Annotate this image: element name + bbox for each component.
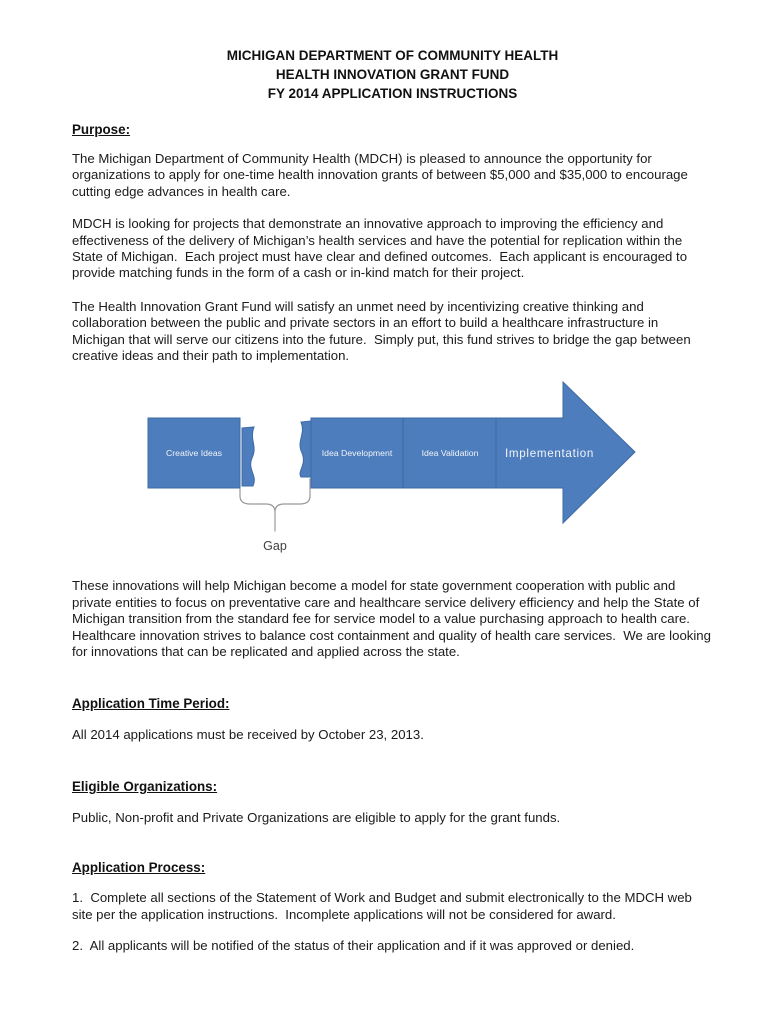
after-diagram-paragraph: These innovations will help Michigan bec… bbox=[72, 578, 715, 660]
time-period-heading: Application Time Period: bbox=[72, 695, 230, 711]
creative-ideas-box bbox=[147, 417, 241, 489]
title-line-2: HEALTH INNOVATION GRANT FUND bbox=[275, 67, 510, 82]
eligible-organizations-heading: Eligible Organizations: bbox=[72, 778, 218, 794]
pipeline-arrow-graphic: Creative Ideas Idea Development Idea Val… bbox=[147, 381, 636, 553]
purpose-paragraph-3: The Health Innovation Grant Fund will sa… bbox=[72, 298, 695, 364]
process-step-2: 2. All applicants will be notified of th… bbox=[72, 938, 635, 954]
time-period-text: All 2014 applications must be received b… bbox=[72, 726, 424, 742]
purpose-paragraph-1: The Michigan Department of Community Hea… bbox=[72, 151, 692, 199]
gap-brace bbox=[239, 478, 311, 533]
innovation-pipeline-diagram: Creative Ideas Idea Development Idea Val… bbox=[0, 378, 770, 556]
idea-development-label: Idea Development bbox=[322, 448, 393, 458]
implementation-label: Implementation bbox=[505, 447, 594, 460]
torn-edge-left-strip bbox=[241, 426, 255, 487]
process-step-1: 1. Complete all sections of the Statemen… bbox=[72, 890, 696, 922]
title-line-1: MICHIGAN DEPARTMENT OF COMMUNITY HEALTH bbox=[226, 48, 559, 63]
eligible-organizations-text: Public, Non-profit and Private Organizat… bbox=[72, 809, 561, 825]
implementation-arrow bbox=[495, 381, 636, 525]
title-line-3: FY 2014 APPLICATION INSTRUCTIONS bbox=[267, 86, 518, 101]
creative-ideas-label: Creative Ideas bbox=[166, 448, 223, 458]
purpose-paragraph-2: MDCH is looking for projects that demons… bbox=[72, 216, 691, 281]
application-process-heading: Application Process: bbox=[72, 860, 206, 876]
document-title: MICHIGAN DEPARTMENT OF COMMUNITY HEALTH … bbox=[72, 46, 713, 103]
purpose-heading: Purpose: bbox=[72, 122, 131, 137]
idea-validation-label: Idea Validation bbox=[422, 448, 479, 458]
gap-label: Gap bbox=[263, 539, 287, 553]
torn-edge-right-strip bbox=[299, 420, 312, 478]
